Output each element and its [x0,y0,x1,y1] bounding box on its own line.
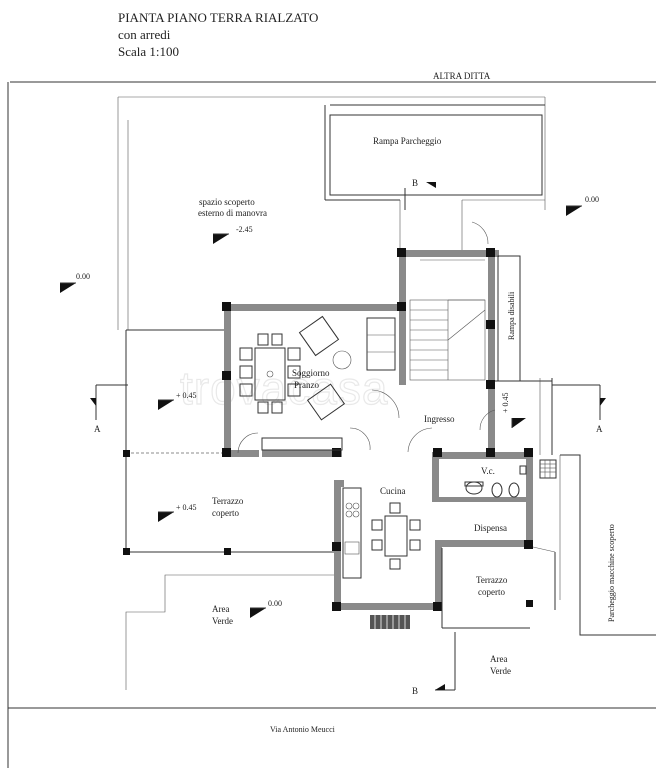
lot-boundary [7,81,656,768]
structural-columns [222,248,533,611]
terrazzo-coperto-left [123,329,338,555]
terrazzo-coperto-right-label-2: coperto [478,587,505,597]
parcheggio-area [559,454,656,636]
living-sofas [298,315,396,421]
plan-title: PIANTA PIANO TERRA RIALZATO [118,10,318,25]
door-swings [237,221,496,454]
elevation-ingresso: + 0.45 [501,392,510,413]
terrazzo-coperto-right [441,546,556,629]
kitchen-counter [342,487,362,579]
rampa-disabili-label: Rampa disabili [507,291,516,340]
section-b-bottom-label: B [412,686,418,696]
elevation-area-verde: 0.00 [268,599,282,608]
sideboard [261,437,343,451]
elevation-marker-manovra [213,233,229,244]
elevation-marker-terrazzo-left [158,511,174,522]
area-verde-right-label-1: Area [490,654,508,664]
spazio-scoperto-label-2: esterno di manovra [198,208,267,218]
floor-grate [539,459,557,479]
section-b-top-label: B [412,178,418,188]
kitchen-table [371,502,421,570]
rampa-disabili [495,255,553,455]
section-a-left-marker [90,384,128,420]
plan-scale: Scala 1:100 [118,44,179,59]
parcheggio-label: Parcheggio macchine scoperto [607,524,616,622]
spazio-scoperto-label-1: spazio scoperto [199,197,255,207]
terrazzo-coperto-right-label-1: Terrazzo [476,575,508,585]
elevation-terrazzo-top: + 0.45 [176,391,197,400]
watermark-text: trovacasa [180,362,388,414]
section-b-bottom-marker [435,632,456,691]
section-a-left-label: A [94,424,101,434]
kitchen-window-grate [370,615,410,629]
elevation-marker-terrazzo-top [158,399,174,410]
dining-set [239,333,301,414]
elevation-left-outer: 0.00 [76,272,90,281]
area-verde-right-label-2: Verde [490,666,511,676]
cucina-label: Cucina [380,486,406,496]
dispensa-label: Dispensa [474,523,507,533]
elevation-manovra: -2.45 [236,225,253,234]
section-b-top-marker [404,182,436,210]
area-verde-left-label-2: Verde [212,616,233,626]
area-verde-left-label-1: Area [212,604,230,614]
elevation-right-outer: 0.00 [585,195,599,204]
area-verde-left [125,574,339,690]
staircase [409,259,486,381]
street-label: Via Antonio Meucci [270,725,336,734]
elevation-marker-ingresso [511,418,526,428]
rampa-parcheggio-label: Rampa Parcheggio [373,136,442,146]
section-a-right-label: A [596,424,603,434]
elevation-marker-right-outer [566,205,582,216]
terrazzo-coperto-left-label-1: Terrazzo [212,496,244,506]
elevation-marker-area-verde [250,607,266,618]
soggiorno-label-2: Pranzo [294,380,319,390]
elevation-terrazzo-left: + 0.45 [176,503,197,512]
house-walls [224,250,533,610]
ingresso-label: Ingresso [424,414,455,424]
plan-subtitle: con arredi [118,27,171,42]
soggiorno-label-1: Soggiorno [292,368,330,378]
rampa-parcheggio [324,104,545,250]
altra-ditta-label: ALTRA DITTA [433,71,491,81]
section-a-right-marker [552,384,606,420]
terrazzo-coperto-left-label-2: coperto [212,508,239,518]
bathroom-fixtures [464,465,527,498]
elevation-marker-left-outer [60,282,76,293]
vc-label: V.c. [481,466,495,476]
